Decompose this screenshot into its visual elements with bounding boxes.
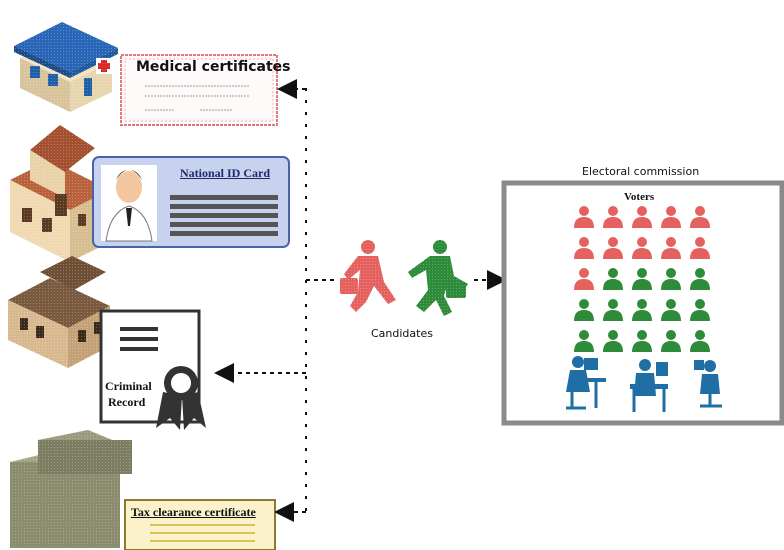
electoral-commission-title: Electoral commission [582, 165, 700, 178]
voter-red-icon [661, 237, 681, 259]
voter-green-icon [661, 268, 681, 290]
voter-red-icon [574, 268, 594, 290]
voter-green-icon [690, 268, 710, 290]
national-id-card [92, 156, 290, 248]
voters-grid [574, 206, 710, 352]
law-building-icon [8, 256, 110, 368]
medical-certificate [120, 54, 278, 126]
voter-green-icon [632, 299, 652, 321]
criminal-record-certificate [99, 309, 206, 430]
voter-green-icon [574, 330, 594, 352]
candidates-label: Candidates [371, 327, 433, 340]
voter-red-icon [574, 237, 594, 259]
voter-red-icon [603, 237, 623, 259]
voter-green-icon [603, 330, 623, 352]
voter-green-icon [632, 268, 652, 290]
voter-red-icon [603, 206, 623, 228]
voter-green-icon [603, 268, 623, 290]
voter-green-icon [690, 330, 710, 352]
candidate-green-icon [404, 240, 472, 318]
connector-lines [214, 79, 507, 522]
staff-at-desk-icon [630, 359, 668, 412]
criminal-record-label-line2: Record [108, 395, 146, 409]
voter-red-icon [690, 206, 710, 228]
voter-green-icon [661, 330, 681, 352]
voter-green-icon [690, 299, 710, 321]
voter-red-icon [574, 206, 594, 228]
candidate-red-icon [336, 240, 398, 314]
tax-clearance-certificate-label: Tax clearance certificate [131, 505, 256, 519]
national-id-card-label: National ID Card [180, 166, 271, 180]
voter-red-icon [632, 237, 652, 259]
voter-green-icon [632, 330, 652, 352]
staff-at-desk-icon [694, 360, 722, 408]
voter-green-icon [574, 299, 594, 321]
tax-office-building-icon [10, 430, 132, 548]
voter-red-icon [690, 237, 710, 259]
voter-red-icon [632, 206, 652, 228]
criminal-record-label-line1: Criminal [105, 379, 152, 393]
voters-label: Voters [624, 191, 655, 203]
voter-green-icon [603, 299, 623, 321]
tax-clearance-certificate [124, 499, 276, 550]
voter-green-icon [661, 299, 681, 321]
voter-red-icon [661, 206, 681, 228]
clinic-building-icon [14, 22, 118, 112]
medical-certificates-label: Medical certificates [136, 59, 291, 75]
staff-at-desk-icon [566, 356, 606, 410]
